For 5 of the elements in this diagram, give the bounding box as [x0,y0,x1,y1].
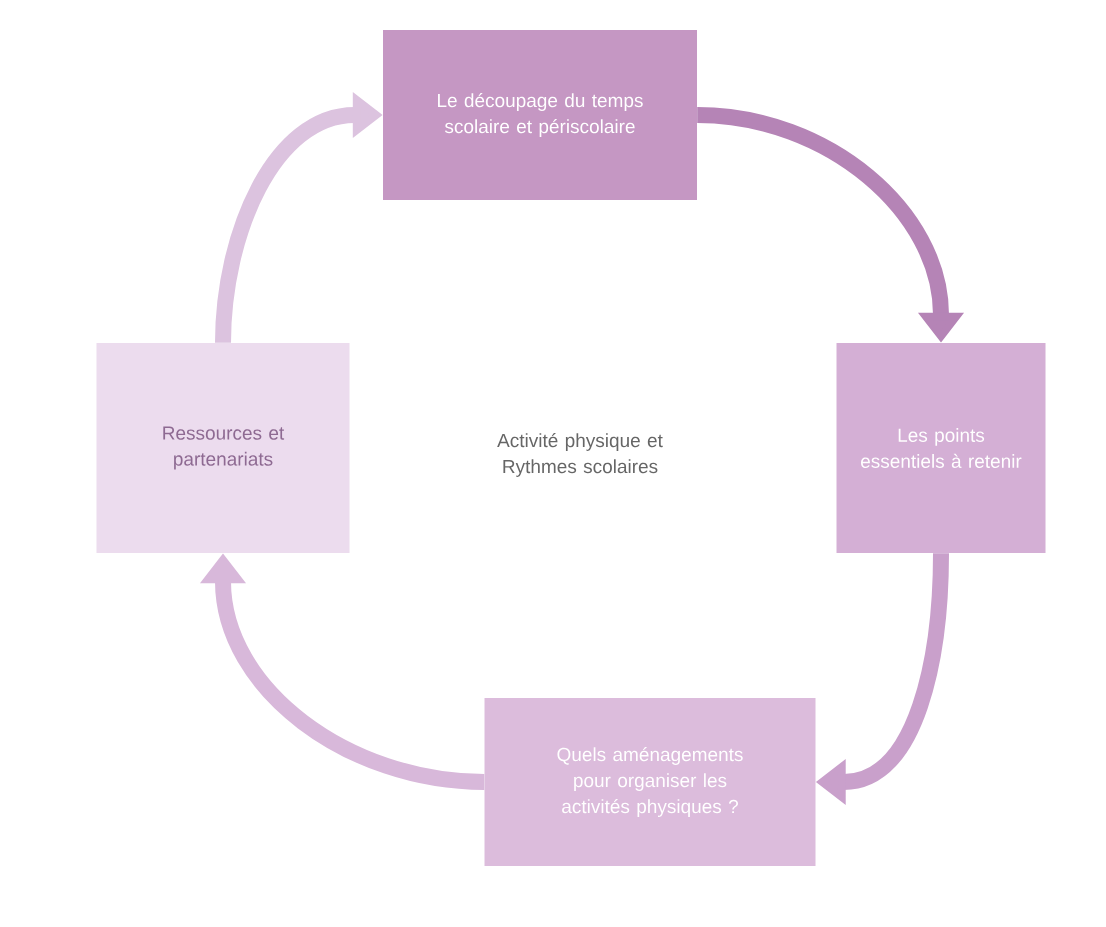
topic-box: Les points essentiels à retenir [836,343,1046,553]
topic-box: Ressources et partenariats [96,343,350,553]
topic-box: Le découpage du temps scolaire et périscolaire [383,30,697,200]
center-title: Activité physique et Rythmes scolaires [497,433,663,477]
topic-box: Quels aménagements pour organiser les activités physiques ? [484,698,816,866]
